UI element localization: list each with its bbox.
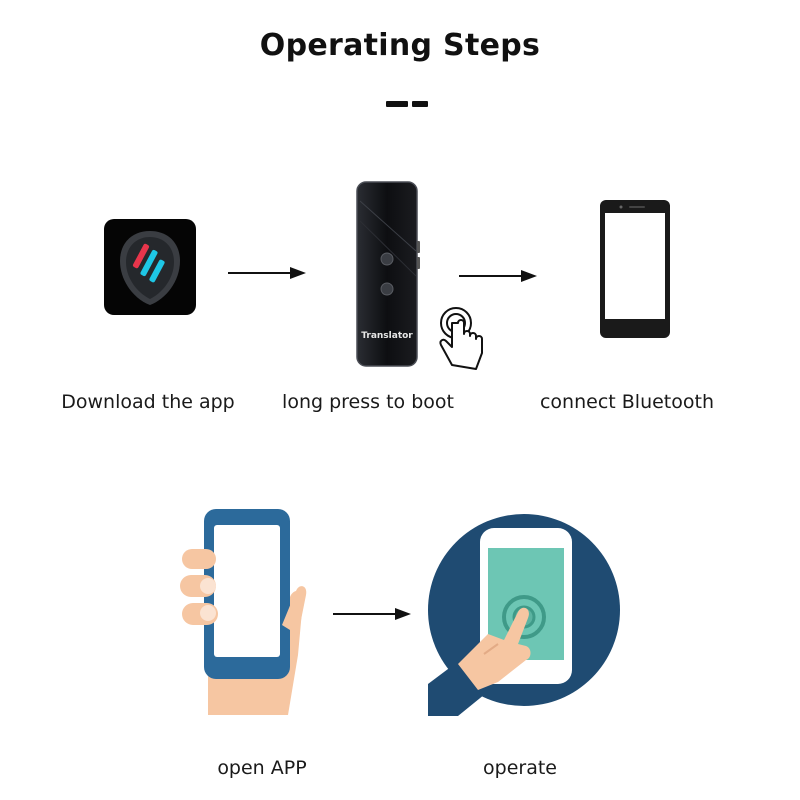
step-label-download: Download the app (61, 391, 235, 413)
arrow-icon (459, 268, 539, 284)
hand-holding-phone-icon (178, 505, 318, 715)
app-logo-icon (104, 219, 196, 315)
hand-tap-icon (436, 305, 492, 375)
finger-tap-phone-icon (428, 504, 620, 716)
step-label-bluetooth: connect Bluetooth (539, 391, 714, 413)
page-title: Operating Steps (259, 28, 541, 63)
step-label-open-app: open APP (217, 757, 307, 779)
translator-device-icon: Translator (356, 181, 420, 367)
arrow-icon (228, 265, 308, 281)
smartphone-icon (599, 199, 671, 339)
device-label: Translator (361, 331, 413, 341)
title-divider (386, 101, 428, 107)
step-label-operate: operate (483, 757, 557, 779)
step-label-boot: long press to boot (282, 391, 454, 413)
arrow-icon (333, 606, 413, 622)
